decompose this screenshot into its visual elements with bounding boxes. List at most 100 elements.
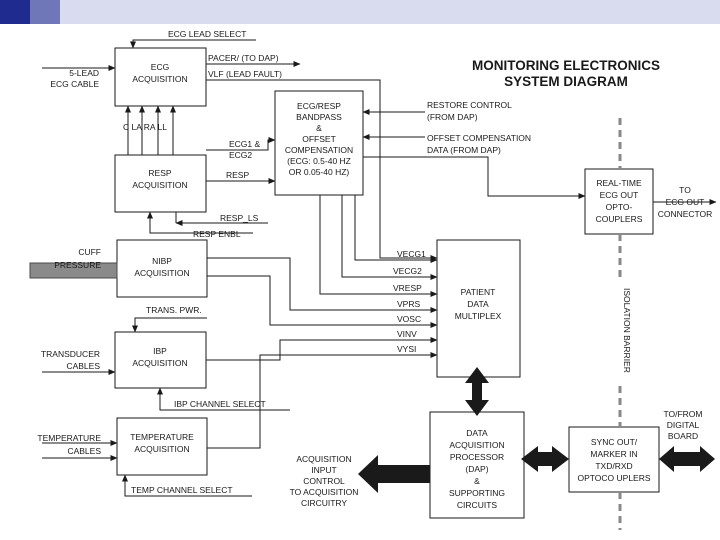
- acquisition-input-label: TO ACQUISITION: [290, 487, 359, 497]
- lead-names-label: C LA RA LL: [123, 122, 167, 132]
- ecg-out-connector-label: CONNECTOR: [658, 209, 713, 219]
- multiplex-block-label: PATIENT: [461, 287, 496, 297]
- bandpass-block-label: COMPENSATION: [285, 145, 353, 155]
- dap-block-label: (DAP): [465, 464, 488, 474]
- resp-block-label: RESP: [148, 168, 171, 178]
- acquisition-input-label: ACQUISITION: [296, 454, 351, 464]
- transducer-cables-label: CABLES: [66, 361, 100, 371]
- nibp-block-label: NIBP: [152, 256, 172, 266]
- vlf-line: [206, 79, 438, 261]
- vosc-line: [207, 275, 438, 328]
- opto-block-label: OPTO-: [606, 202, 633, 212]
- opto-block-label: COUPLERS: [596, 214, 643, 224]
- nibp-block-label: ACQUISITION: [134, 268, 189, 278]
- data-acquisition-processor-block: [429, 411, 525, 519]
- multiplex-block-label: MULTIPLEX: [455, 311, 502, 321]
- slide-header-bar: [0, 0, 720, 24]
- vinv-line: [206, 337, 438, 361]
- digital-board-double-arrow: [659, 446, 715, 472]
- acquisition-input-label: INPUT: [311, 465, 337, 475]
- dap-block-label: SUPPORTING: [449, 488, 505, 498]
- ecg-lead-select-label: ECG LEAD SELECT: [168, 29, 246, 39]
- resp-label: RESP: [226, 170, 249, 180]
- diagram-title-line1: MONITORING ELECTRONICS: [472, 58, 660, 73]
- signal-label-vecg1: VECG1: [397, 249, 426, 259]
- sync-block-label: MARKER IN: [590, 449, 637, 459]
- ecg-out-connector-label: TO: [679, 185, 691, 195]
- bandpass-block-label: &: [316, 123, 322, 133]
- ecg-cable-label: ECG CABLE: [50, 79, 99, 89]
- nibp-acquisition-block: [116, 239, 208, 298]
- trans-pwr-label: TRANS. PWR.: [146, 305, 202, 315]
- resp-block-label: ACQUISITION: [132, 180, 187, 190]
- acquisition-input-label: CONTROL: [303, 476, 345, 486]
- ibp-channel-select-line: [157, 387, 290, 411]
- ecg-cable-label: 5-LEAD: [69, 68, 99, 78]
- sync-marker-optocoupler-block: [568, 426, 660, 493]
- bandpass-block-label: (ECG: 0.5-40 HZ: [287, 156, 351, 166]
- temp-cables-label: CABLES: [67, 446, 101, 456]
- bandpass-block-label: OR 0.05-40 HZ): [289, 167, 350, 177]
- ecg12-label: ECG2: [229, 150, 252, 160]
- signal-label-vysi: VYSI: [397, 344, 416, 354]
- offset-comp-label: OFFSET COMPENSATION: [427, 133, 531, 143]
- transducer-cables-label: TRANSDUCER: [41, 349, 100, 359]
- bandpass-block-label: BANDPASS: [296, 112, 342, 122]
- cuff-pressure-tube: [29, 262, 118, 279]
- bandpass-block-label: ECG/RESP: [297, 101, 341, 111]
- multiplex-dap-double-arrow: [465, 367, 489, 416]
- restore-control-label: (FROM DAP): [427, 112, 478, 122]
- opto-block-label: REAL-TIME: [596, 178, 642, 188]
- signal-label-vresp: VRESP: [393, 283, 422, 293]
- temp-channel-select-label: TEMP CHANNEL SELECT: [131, 485, 233, 495]
- opto-block-label: ECG OUT: [600, 190, 639, 200]
- dap-block-label: DATA: [466, 428, 488, 438]
- resp-enbl-line: [147, 211, 253, 234]
- diagram-title-line2: SYSTEM DIAGRAM: [504, 74, 628, 89]
- pacer-label: PACER/ (TO DAP): [208, 53, 279, 63]
- signal-label-vosc: VOSC: [397, 314, 421, 324]
- offset-comp-label: DATA (FROM DAP): [427, 145, 501, 155]
- ibp-block-label: ACQUISITION: [132, 358, 187, 368]
- dap-block-label: CIRCUITS: [457, 500, 497, 510]
- slide-bullet-icon: [12, 12, 20, 20]
- digital-board-label: BOARD: [668, 431, 698, 441]
- ecg-block-label: ACQUISITION: [132, 74, 187, 84]
- temp-cables-label: TEMPERATURE: [37, 433, 101, 443]
- ibp-channel-select-label: IBP CHANNEL SELECT: [174, 399, 266, 409]
- dap-block-label: PROCESSOR: [450, 452, 504, 462]
- ecg12-arrow: [206, 137, 276, 151]
- ecg-lead-select-line: [130, 39, 256, 49]
- ibp-acquisition-block: [114, 331, 207, 389]
- temp-block-label: ACQUISITION: [134, 444, 189, 454]
- ecg-out-connector-label: ECG OUT: [666, 197, 705, 207]
- trans-pwr-line: [132, 317, 207, 333]
- vecg2-line: [341, 195, 438, 280]
- vresp-line: [319, 195, 438, 297]
- ecg-out-line: [363, 156, 586, 199]
- sync-block-label: OPTOCO UPLERS: [577, 473, 650, 483]
- vysi-line: [207, 352, 438, 449]
- temperature-acquisition-block: [116, 417, 208, 476]
- resp-enbl-label: RESP ENBL: [193, 229, 241, 239]
- header-bar-segment: [60, 0, 720, 24]
- bandpass-block-label: OFFSET: [302, 134, 336, 144]
- digital-board-label: DIGITAL: [667, 420, 700, 430]
- vecg1-line: [354, 195, 438, 263]
- acquisition-input-label: CIRCUITRY: [301, 498, 347, 508]
- dap-block-label: ACQUISITION: [449, 440, 504, 450]
- ecg12-label: ECG1 &: [229, 139, 261, 149]
- dap-sync-double-arrow: [521, 446, 569, 472]
- vlf-label: VLF (LEAD FAULT): [208, 69, 282, 79]
- vprs-line: [207, 257, 438, 313]
- sync-block-label: SYNC OUT/: [591, 437, 638, 447]
- ecg-block-label: ECG: [151, 62, 169, 72]
- dap-block-label: &: [474, 476, 480, 486]
- cuff-pressure-label: PRESSURE: [54, 260, 101, 270]
- signal-label-vprs: VPRS: [397, 299, 420, 309]
- multiplex-block-label: DATA: [467, 299, 489, 309]
- temp-channel-select-line: [122, 474, 252, 497]
- temp-block-label: TEMPERATURE: [130, 432, 194, 442]
- resp-ls-label: RESP_LS: [220, 213, 259, 223]
